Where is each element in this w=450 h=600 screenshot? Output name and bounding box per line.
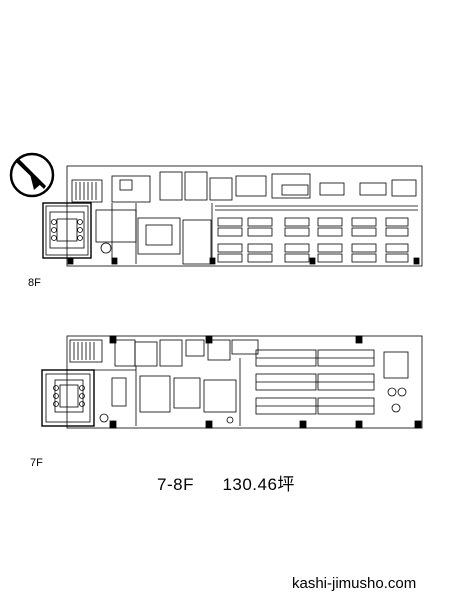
summary-area: 130.46坪: [222, 475, 295, 494]
floor-area-summary: 7-8F 130.46坪: [157, 470, 295, 495]
summary-floors: 7-8F: [157, 475, 194, 494]
floor-label-7f: 7F: [30, 457, 43, 469]
floor-label-8f: 8F: [28, 277, 41, 289]
floor-plan-7f: [41, 335, 423, 429]
site-name: kashi-jimusho.com: [292, 575, 417, 592]
north-compass-icon: [9, 152, 55, 198]
floor-plan-8f: [42, 165, 423, 267]
